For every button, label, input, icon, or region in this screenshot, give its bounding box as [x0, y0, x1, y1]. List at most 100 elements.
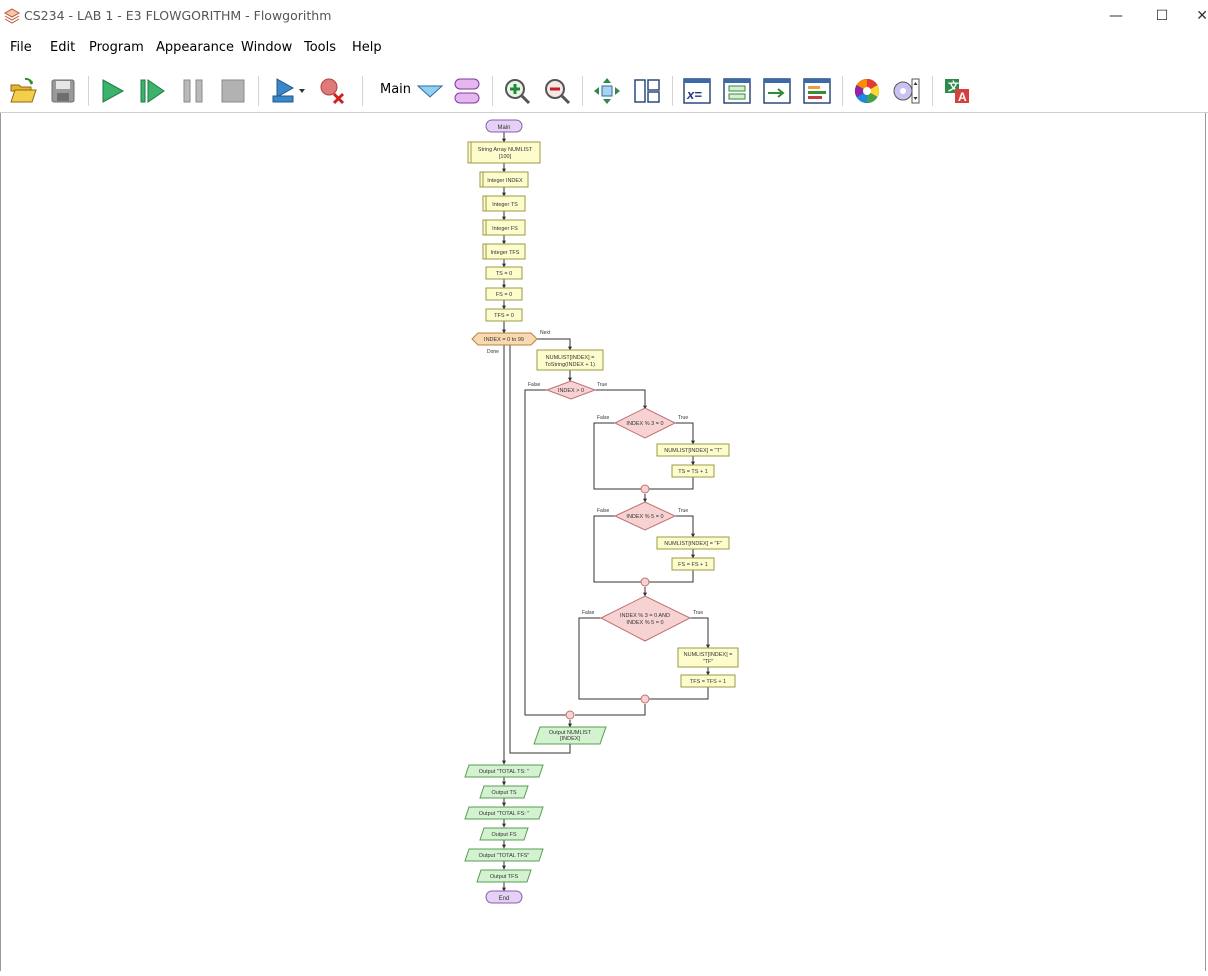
assign-tfs-zero[interactable]: TFS = 0: [485, 308, 523, 322]
stop-icon[interactable]: [218, 76, 248, 106]
assign-fs-zero-label: FS = 0: [496, 292, 512, 298]
output-fs[interactable]: Output FS: [479, 827, 529, 841]
toolbar-separator: [362, 76, 363, 106]
toolbar: Main x=: [0, 68, 1208, 113]
toolbar-separator: [842, 76, 843, 106]
output-ts[interactable]: Output TS: [479, 785, 529, 799]
assign-tf[interactable]: NUMLIST[INDEX] = "TF": [677, 647, 739, 668]
output-numlist[interactable]: Output NUMLIST [INDEX]: [533, 726, 607, 745]
true-label: True: [693, 610, 703, 616]
output-icon[interactable]: [762, 76, 792, 106]
decision-index-gt-zero-label: INDEX > 0: [558, 388, 584, 394]
output-ts-label: Output TS: [492, 790, 517, 796]
terminal-main[interactable]: Main: [485, 119, 523, 133]
increment-ts-label: TS = TS + 1: [678, 469, 708, 475]
false-label: False: [528, 382, 540, 388]
declare-fs-label: Integer FS: [492, 226, 518, 232]
run-icon[interactable]: [97, 76, 127, 106]
true-label: True: [597, 382, 607, 388]
pause-icon[interactable]: [178, 76, 208, 106]
style-icon[interactable]: [892, 76, 922, 106]
toolbar-separator: [88, 76, 89, 106]
declare-index[interactable]: Integer INDEX: [479, 171, 529, 188]
variable-watch-icon[interactable]: x=: [682, 76, 712, 106]
declare-fs[interactable]: Integer FS: [482, 219, 526, 236]
menu-edit[interactable]: Edit: [50, 40, 76, 55]
close-icon: ✕: [1196, 8, 1208, 24]
flowchart: Main End String Array NUMLIST [100] Inte…: [464, 119, 739, 904]
decision-mod3-label: INDEX % 3 = 0: [626, 421, 663, 427]
assign-f[interactable]: NUMLIST[INDEX] = "F": [656, 536, 730, 550]
breakpoint-clear-icon[interactable]: [317, 76, 347, 106]
function-manager-icon[interactable]: [452, 76, 482, 106]
declare-numlist-line1: String Array NUMLIST: [478, 147, 533, 153]
false-label: False: [582, 610, 594, 616]
output-total-ts[interactable]: Output "TOTAL TS: ": [464, 764, 544, 778]
assign-fs-zero[interactable]: FS = 0: [485, 287, 523, 301]
translate-icon[interactable]: 文 A: [942, 76, 972, 106]
zoom-out-icon[interactable]: [542, 76, 572, 106]
svg-text:x=: x=: [686, 87, 702, 102]
assign-ts-zero-label: TS = 0: [496, 271, 512, 277]
output-tfs-label: Output TFS: [490, 874, 519, 880]
increment-fs[interactable]: FS = FS + 1: [671, 557, 715, 571]
toolbar-separator: [492, 76, 493, 106]
menu-window[interactable]: Window: [241, 40, 293, 55]
assign-ts-zero[interactable]: TS = 0: [485, 266, 523, 280]
decision-index-gt-zero[interactable]: INDEX > 0: [545, 380, 597, 400]
terminal-end[interactable]: End: [485, 890, 523, 904]
increment-tfs[interactable]: TFS = TFS + 1: [680, 674, 736, 688]
flow-connectors: [502, 132, 710, 892]
zoom-in-icon[interactable]: [502, 76, 532, 106]
minimize-button[interactable]: —: [1093, 0, 1139, 32]
assign-numlist[interactable]: NUMLIST[INDEX] = ToString(INDEX + 1): [536, 349, 604, 371]
fit-icon[interactable]: [592, 76, 622, 106]
step-icon[interactable]: [137, 76, 167, 106]
loop-next-label: Next: [540, 330, 551, 336]
false-label: False: [597, 508, 609, 514]
loop-done-label: Done: [487, 349, 499, 355]
assign-f-label: NUMLIST[INDEX] = "F": [664, 541, 722, 547]
decision-mod5[interactable]: INDEX % 5 = 0: [613, 501, 677, 531]
console-icon[interactable]: [722, 76, 752, 106]
layout-icon[interactable]: [632, 76, 662, 106]
output-tfs[interactable]: Output TFS: [476, 869, 532, 883]
declare-ts[interactable]: Integer TS: [482, 195, 526, 212]
toolbar-separator: [258, 76, 259, 106]
menu-bar: File Edit Program Appearance Window Tool…: [0, 36, 1208, 60]
breakpoint-add-icon[interactable]: [268, 76, 308, 106]
menu-tools[interactable]: Tools: [304, 40, 337, 55]
menu-appearance[interactable]: Appearance: [156, 40, 235, 55]
menu-help[interactable]: Help: [352, 40, 382, 55]
flowchart-canvas[interactable]: Main End String Array NUMLIST [100] Inte…: [0, 113, 1206, 971]
color-palette-icon[interactable]: [852, 76, 882, 106]
increment-tfs-label: TFS = TFS + 1: [690, 679, 726, 685]
assign-t[interactable]: NUMLIST[INDEX] = "T": [656, 443, 730, 457]
decision-mod3-and-mod5[interactable]: INDEX % 3 = 0 AND INDEX % 5 = 0: [599, 595, 692, 642]
source-view-icon[interactable]: [802, 76, 832, 106]
merge-node: [565, 710, 575, 720]
declare-tfs-label: Integer TFS: [491, 250, 520, 256]
output-total-fs[interactable]: Output "TOTAL FS: ": [464, 806, 544, 820]
false-label: False: [597, 415, 609, 421]
close-button[interactable]: ✕: [1185, 0, 1208, 32]
title-bar: CS234 - LAB 1 - E3 FLOWGORITHM - Flowgor…: [0, 0, 1208, 33]
maximize-button[interactable]: ☐: [1139, 0, 1185, 32]
for-loop[interactable]: INDEX = 0 to 99: [471, 332, 538, 346]
window-title: CS234 - LAB 1 - E3 FLOWGORITHM - Flowgor…: [24, 8, 332, 23]
save-icon[interactable]: [48, 76, 78, 106]
increment-ts[interactable]: TS = TS + 1: [671, 464, 715, 478]
decision-mod3[interactable]: INDEX % 3 = 0: [613, 407, 677, 439]
menu-file[interactable]: File: [10, 40, 32, 55]
merge-node: [640, 577, 650, 587]
output-total-tfs[interactable]: Output "TOTAL TFS": [464, 848, 544, 862]
terminal-main-label: Main: [497, 125, 510, 131]
terminal-end-label: End: [499, 896, 510, 902]
function-selector[interactable]: Main: [380, 82, 412, 97]
declare-tfs[interactable]: Integer TFS: [482, 243, 526, 260]
declare-numlist[interactable]: String Array NUMLIST [100]: [467, 141, 541, 164]
menu-program[interactable]: Program: [89, 40, 144, 55]
open-icon[interactable]: [8, 76, 38, 106]
assign-tf-line1: NUMLIST[INDEX] =: [684, 652, 733, 658]
function-dropdown-icon[interactable]: [415, 76, 445, 106]
